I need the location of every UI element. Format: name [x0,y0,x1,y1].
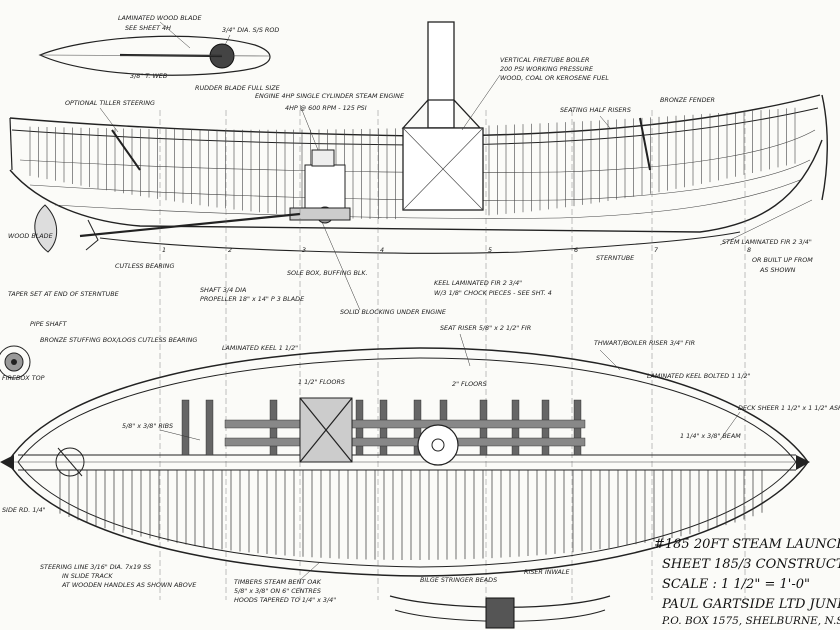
side-rd-label: SIDE RD. 1/4" [2,506,46,514]
rudder-title-label: LAMINATED WOOD BLADE [118,14,202,22]
floors-a-label: 1 1/2" FLOORS [298,378,345,386]
floors-b-label: 2" FLOORS [452,380,487,388]
tiller [111,129,141,171]
station-number: 4 [380,246,384,254]
stuffing-label: BRONZE STUFFING BOX/LOGS CUTLESS BEARING [40,336,197,344]
fire-label: FIREBOX TOP [2,374,45,382]
title-line-2: SHEET 185/3 CONSTRUCTION [662,557,840,572]
stem-label: STEM LAMINATED FIR 2 3/4" [722,238,812,246]
deck-sheer-label: DECK SHEER 1 1/2" x 1 1/2" ASH [738,404,840,412]
rudder-dia-label: 3/4" DIA. S/S ROD [222,26,279,34]
laminated-keel-label: LAMINATED KEEL BOLTED 1 1/2" [647,372,751,380]
stem-as-shown-label: AS SHOWN [759,266,796,274]
station-marks: 1 2 3 4 5 6 7 8 [159,110,751,600]
seat-riser-label: SEAT RISER 5/8" x 2 1/2" FIR [440,324,531,332]
sterntube-label: STERNTUBE [596,254,635,262]
propeller-shaft [79,212,301,238]
steering-handle-label: AT WOODEN HANDLES AS SHOWN ABOVE [61,581,197,589]
plan-frame [205,399,214,456]
stem-section-sketch [389,595,611,629]
beam-label: 5/8" x 3/8" RIBS [122,422,173,430]
seating-label: SEATING HALF RISERS [560,106,631,114]
rudder-sub-label: SEE SHEET 4H [125,24,171,32]
keel-chock-label: W/3 1/8" CHOCK PIECES - SEE SHT. 4 [434,289,552,297]
steering-label: STEERING LINE 3/16" DIA. 7x19 SS [40,563,151,571]
prop-label: PROPELLER 18" x 14" P 3 BLADE [200,295,305,303]
fender-label: BRONZE FENDER [660,96,715,104]
title-line-1: #185 20FT STEAM LAUNCH [654,537,840,552]
sole-box-label: SOLE BOX, BUFFING BLK. [287,269,368,277]
taper-label: TAPER SET AT END OF STERNTUBE [8,290,120,298]
bilge-label: BILGE STRINGER BEADS [420,576,497,584]
shaft-label: SHAFT 3/4 DIA [200,286,246,294]
plan-frames [181,399,586,456]
timbers-hoods-label: HOODS TAPERED TO 1/4" x 3/4" [234,596,336,604]
timbers-label: TIMBERS STEAM BENT OAK [234,578,322,586]
engine-bed-plan [299,397,353,463]
keel-label: KEEL LAMINATED FIR 2 3/4" [434,279,522,287]
rudder-quadrant-plan [55,447,85,477]
station-number: 3 [302,246,306,254]
engine-rpm-label: 4HP @ 600 RPM - 125 PSI [285,104,367,112]
title-line-3: SCALE : 1 1/2" = 1'-0" [662,577,810,592]
blocking-label: SOLID BLOCKING UNDER ENGINE [340,308,447,316]
engine-label: ENGINE 4HP SINGLE CYLINDER STEAM ENGINE [255,92,405,100]
plan-frame [181,399,190,456]
title-block: #185 20FT STEAM LAUNCH SHEET 185/3 CONST… [654,537,840,627]
rudder-blade-view [38,35,271,76]
wood-blade-label: WOOD BLADE [8,232,54,240]
boiler-fuel-label: WOOD, COAL OR KEROSENE FUEL [500,74,609,82]
boiler-pressure-label: 200 PSI WORKING PRESSURE [500,65,594,73]
shaft-section-detail [0,345,31,379]
inwale-label: RISER INWALE [524,568,570,576]
rudder-web-label: 3/8" T. WEB [130,72,167,80]
station-number: 5 [488,246,492,254]
steam-engine [289,149,351,224]
thwart-riser-label: THWART/BOILER RISER 3/4" FIR [594,339,695,347]
timbers-spacing-label: 5/8" x 3/8" ON 6" CENTRES [234,587,321,595]
rudder-size-label: RUDDER BLADE FULL SIZE [195,84,281,92]
title-line-4: PAUL GARTSIDE LTD JUNE 20 [661,597,840,612]
pipe-shaft-label: PIPE SHAFT [30,320,68,328]
hull-plan-view [0,347,810,577]
stem-option-label: OR BUILT UP FROM [752,256,813,264]
plan-stringer [224,437,586,447]
station-number: 1 [162,246,166,254]
steering-track-label: IN SLIDE TRACK [62,572,113,580]
propeller [34,204,99,253]
station-number: 2 [228,246,232,254]
ribs-label: 1 1/4" x 3/8" BEAM [680,432,741,440]
laminated-label: LAMINATED KEEL 1 1/2" [222,344,298,352]
plan-stringer [224,419,586,429]
boiler [401,21,484,211]
tiller-label: OPTIONAL TILLER STEERING [65,99,155,107]
boiler-label: VERTICAL FIRETUBE BOILER [500,56,589,64]
title-line-5: P.O. BOX 1575, SHELBURNE, N.S. CANADA [661,615,840,627]
station-number: 7 [654,246,658,254]
cutless-label: CUTLESS BEARING [115,262,174,270]
boiler-plan [417,424,459,466]
plan-floor-planks [59,470,763,560]
station-number: 8 [747,246,751,254]
station-number: 6 [574,246,578,254]
